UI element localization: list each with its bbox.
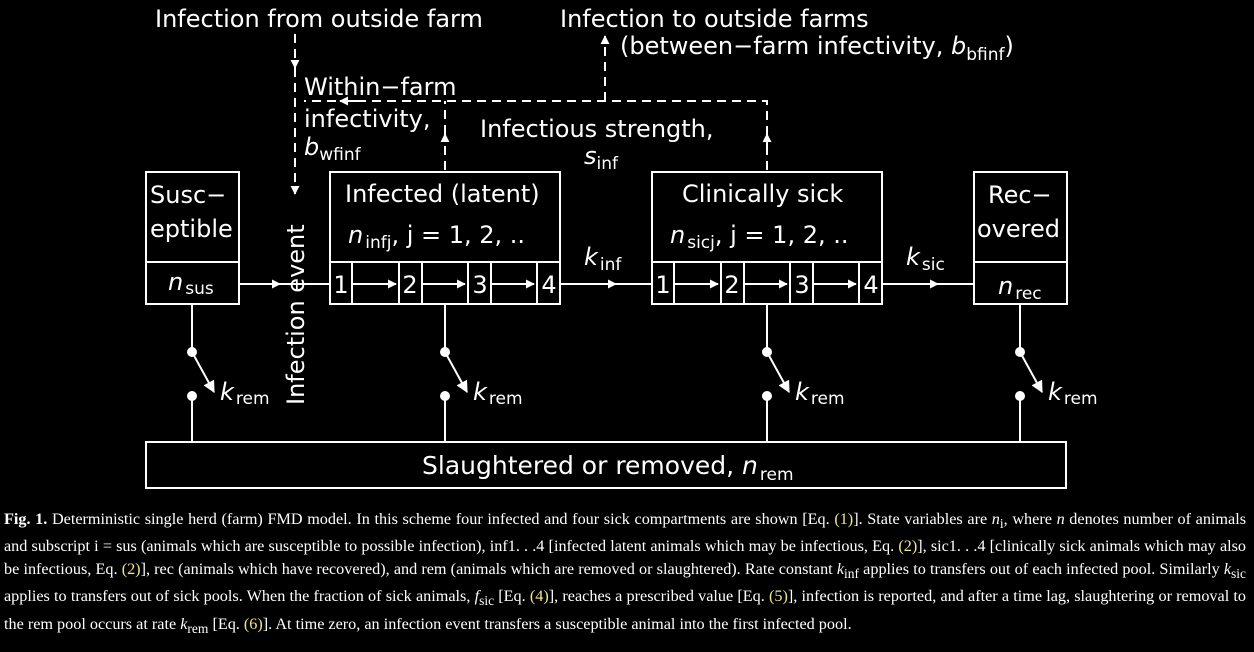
sick-cell-1: 1 (655, 271, 670, 299)
s-inf-label: sinf (584, 142, 619, 174)
susceptible-label-2: eptible (150, 215, 233, 243)
within-farm-label-line1: Within−farm (304, 73, 456, 101)
infection-event-label: Infection event (282, 224, 310, 405)
susceptible-label-1: Susc− (150, 181, 226, 209)
eq-ref-4[interactable]: (4) (529, 587, 549, 606)
infected-title: Infected (latent) (345, 180, 540, 208)
eq-ref-2a[interactable]: (2) (898, 537, 918, 556)
fmd-model-diagram: Infection from outside farm Infection to… (145, 5, 1098, 489)
infected-cell-2: 2 (402, 271, 417, 299)
eq-ref-1[interactable]: (1) (834, 510, 854, 528)
infected-cells: 1 2 3 4 1 2 3 4 (333, 271, 878, 299)
within-farm-b: bwfinf (304, 133, 362, 165)
infected-cell-3: 3 (472, 271, 487, 299)
within-farm-label-line2: infectivity, (304, 105, 430, 133)
infection-from-outside-label: Infection from outside farm (155, 5, 483, 33)
between-farm-label: (between−farm infectivity, bbfinf) (620, 32, 1014, 65)
eq-ref-6[interactable]: (6) (243, 614, 263, 633)
eq-ref-2b[interactable]: (2) (121, 560, 141, 579)
sick-cell-4: 4 (863, 271, 878, 299)
infected-cell-1: 1 (333, 271, 348, 299)
recovered-label-1: Rec− (988, 181, 1052, 209)
figure-caption: Fig. 1. Deterministic single herd (farm)… (4, 510, 1247, 636)
removal-switches (191, 304, 1043, 442)
sick-cell-2: 2 (724, 271, 739, 299)
infection-to-outside-label: Infection to outside farms (560, 5, 869, 33)
infected-cell-4: 4 (541, 271, 556, 299)
sick-title: Clinically sick (682, 180, 843, 208)
eq-ref-5[interactable]: (5) (769, 587, 788, 606)
slaughtered-box (145, 441, 1067, 489)
caption-label: Fig. 1. (4, 510, 48, 528)
sick-cell-3: 3 (794, 271, 809, 299)
recovered-label-2: overed (977, 215, 1060, 243)
infectious-strength-label: Infectious strength, (480, 115, 714, 143)
